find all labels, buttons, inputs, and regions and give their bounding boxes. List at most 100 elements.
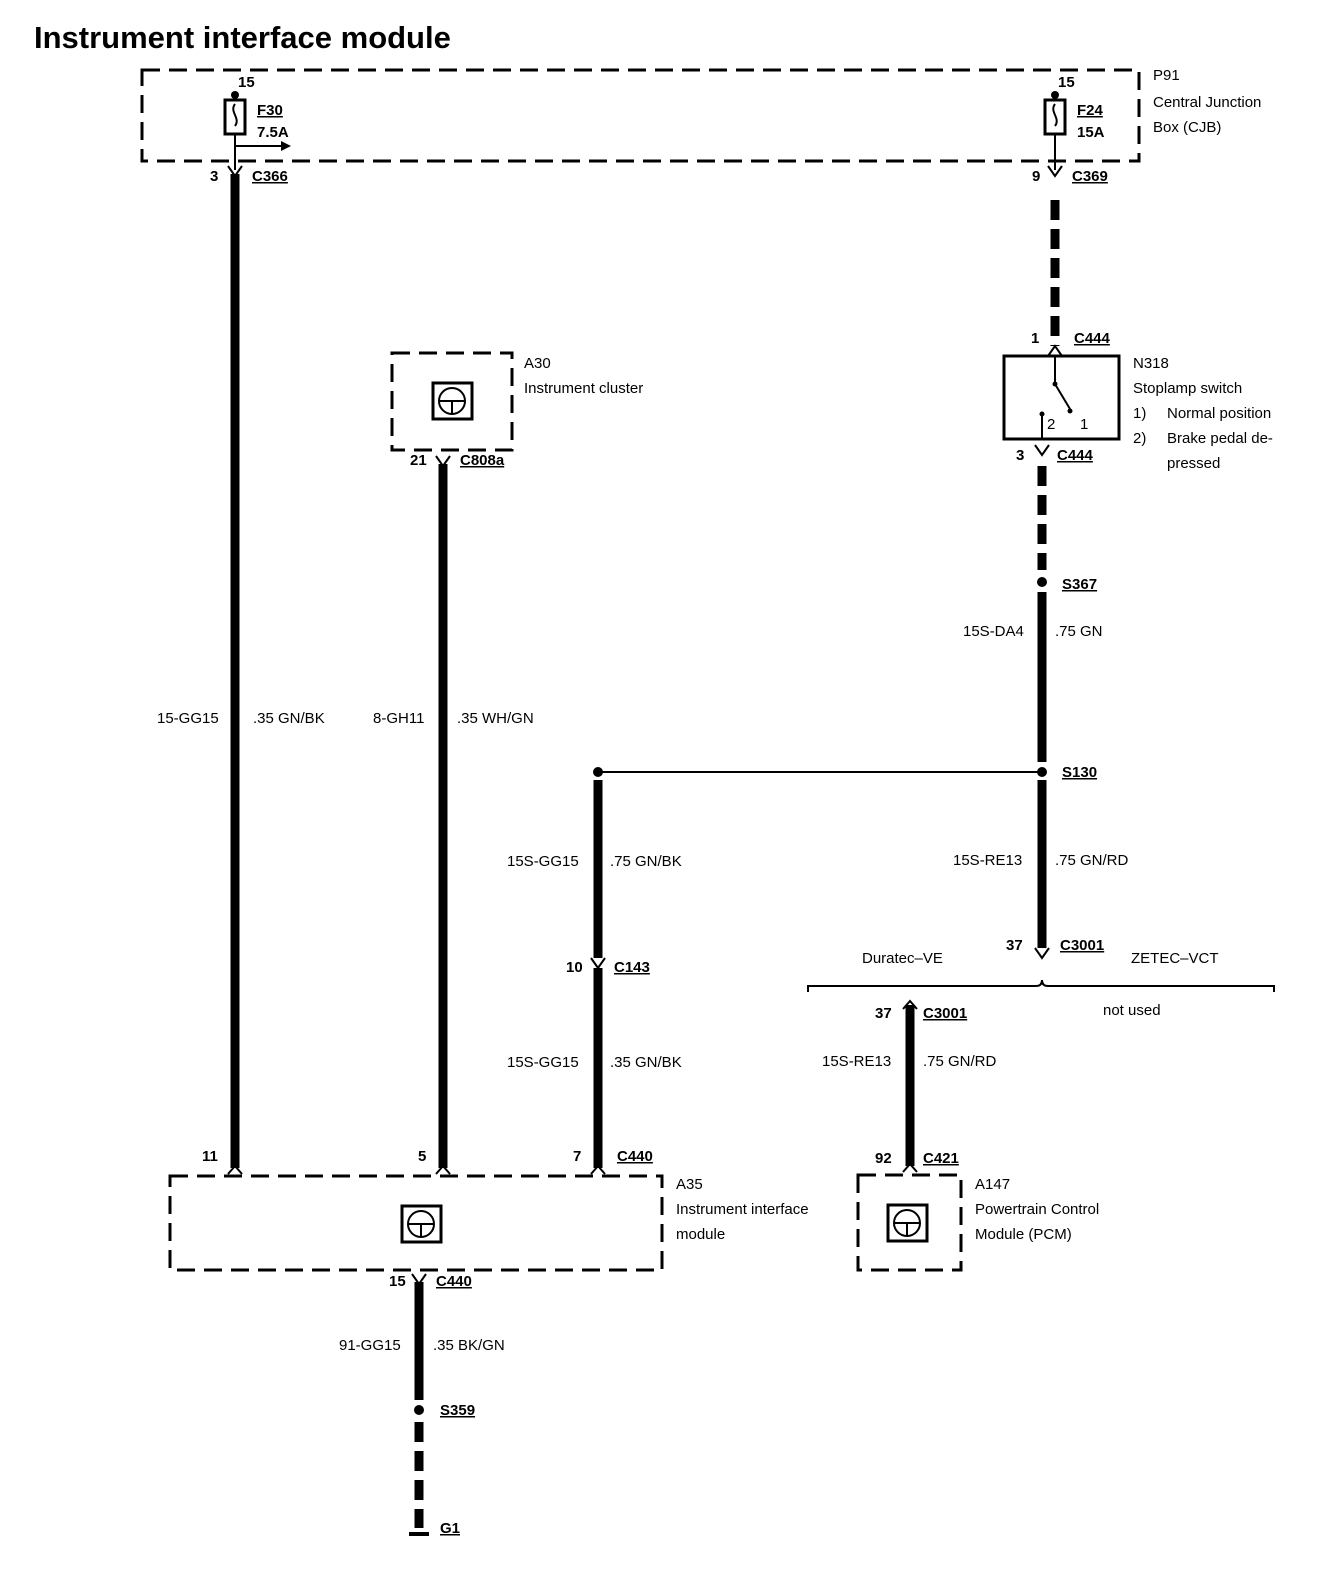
- fuse-f30-rating: 7.5A: [257, 124, 289, 141]
- stoplamp-note2-num: 2): [1133, 430, 1146, 447]
- variant-zetec-label: ZETEC–VCT: [1131, 950, 1219, 967]
- variant-brace: [807, 979, 1275, 992]
- connector-c444-out-pin: 3: [1016, 447, 1024, 464]
- wire-15-gg15-circuit: 15-GG15: [157, 710, 219, 727]
- splice-s130-branch: [593, 767, 603, 777]
- fuse-f30: 15 F30 7.5A: [223, 74, 291, 170]
- connector-c369-pin: 9: [1032, 168, 1040, 185]
- wire-15s-gg15-a-circuit: 15S-GG15: [507, 853, 579, 870]
- iim-module-icon: [400, 1204, 443, 1244]
- connector-c444-in-pin: 1: [1031, 330, 1039, 347]
- connector-c440-pin5-symbol: [435, 1164, 451, 1175]
- cjb-name-line2: Box (CJB): [1153, 119, 1221, 136]
- connector-c808a-name: C808a: [460, 452, 505, 469]
- wire-15-gg15-spec: .35 GN/BK: [253, 710, 325, 727]
- iim-box: [168, 1174, 664, 1272]
- splice-s359: [414, 1405, 424, 1415]
- fuse-f24-rating: 15A: [1077, 124, 1105, 141]
- wire-15s-re13-b-circuit: 15S-RE13: [822, 1053, 891, 1070]
- cjb-ref: P91: [1153, 67, 1180, 84]
- connector-c444-out-symbol: [1034, 444, 1050, 457]
- pcm-box: [856, 1173, 963, 1272]
- connector-c421-symbol: [902, 1162, 918, 1173]
- fuse-f24-name: F24: [1077, 102, 1104, 119]
- pcm-ref: A147: [975, 1176, 1010, 1193]
- splice-s367: [1037, 577, 1047, 587]
- splice-s130-label: S130: [1062, 764, 1097, 781]
- connector-c3001-bottom-pin: 37: [875, 1005, 892, 1022]
- connector-c444-in-name: C444: [1074, 330, 1111, 347]
- connector-c143-pin: 10: [566, 959, 583, 976]
- iim-name-line1: Instrument interface: [676, 1201, 809, 1218]
- stoplamp-note1-text: Normal position: [1167, 405, 1271, 422]
- splice-s367-label: S367: [1062, 576, 1097, 593]
- connector-c3001-bottom-symbol: [902, 999, 918, 1010]
- wire-8-gh11-spec: .35 WH/GN: [457, 710, 534, 727]
- wire-15s-re13-a-circuit: 15S-RE13: [953, 852, 1022, 869]
- stoplamp-switch-name: Stoplamp switch: [1133, 380, 1242, 397]
- instrument-cluster-name: Instrument cluster: [524, 380, 643, 397]
- fuse-f30-terminal: 15: [238, 74, 255, 91]
- wire-15s-re13-a-spec: .75 GN/RD: [1055, 852, 1129, 869]
- fuse-f24: 15 F24 15A: [1043, 74, 1105, 170]
- connector-c366-pin: 3: [210, 168, 218, 185]
- stoplamp-note2-line1: Brake pedal de-: [1167, 430, 1273, 447]
- stoplamp-switch-contact-2: 2: [1047, 416, 1055, 433]
- variant-duratec-label: Duratec–VE: [862, 950, 943, 967]
- pcm-name-line1: Powertrain Control: [975, 1201, 1099, 1218]
- connector-c3001-top-symbol: [1034, 947, 1050, 960]
- connector-c3001-top-name: C3001: [1060, 937, 1104, 954]
- iim-name-line2: module: [676, 1226, 725, 1243]
- pcm-name-line2: Module (PCM): [975, 1226, 1072, 1243]
- connector-c143-name: C143: [614, 959, 650, 976]
- instrument-cluster-module-icon: [431, 381, 474, 421]
- connector-c421-name: C421: [923, 1150, 959, 1167]
- wire-15s-re13-b-spec: .75 GN/RD: [923, 1053, 997, 1070]
- connector-c3001-bottom-name: C3001: [923, 1005, 967, 1022]
- connector-c440-pin7: 7: [573, 1148, 581, 1165]
- connector-c369-symbol: [1047, 165, 1063, 178]
- page-title: Instrument interface module: [34, 20, 451, 55]
- stoplamp-note1-num: 1): [1133, 405, 1146, 422]
- connector-c444-in-symbol: [1047, 344, 1063, 357]
- connector-c421-pin: 92: [875, 1150, 892, 1167]
- wire-15s-da4-circuit: 15S-DA4: [963, 623, 1024, 640]
- cjb-box: [140, 68, 1141, 163]
- instrument-cluster-box: [390, 351, 514, 452]
- stoplamp-note2-line2: pressed: [1167, 455, 1220, 472]
- wire-15s-gg15-b-circuit: 15S-GG15: [507, 1054, 579, 1071]
- ground-g1-label: G1: [440, 1520, 460, 1537]
- connector-c440-pin11: 11: [202, 1148, 218, 1165]
- variant-not-used-label: not used: [1103, 1002, 1161, 1019]
- connector-c369-name: C369: [1072, 168, 1108, 185]
- stoplamp-switch-contact: [1039, 356, 1073, 439]
- connector-c440-pin5: 5: [418, 1148, 426, 1165]
- stoplamp-switch-box: [1002, 354, 1121, 441]
- connector-c440-bottom-name: C440: [436, 1273, 472, 1290]
- splice-s359-label: S359: [440, 1402, 475, 1419]
- connector-c440-pin11-symbol: [227, 1164, 243, 1175]
- wire-15s-da4-spec: .75 GN: [1055, 623, 1103, 640]
- iim-ref: A35: [676, 1176, 703, 1193]
- connector-c143-symbol: [590, 957, 606, 970]
- pcm-module-icon: [886, 1203, 929, 1243]
- stoplamp-switch-contact-1: 1: [1080, 416, 1088, 433]
- wire-8-gh11-circuit: 8-GH11: [373, 710, 424, 727]
- wire-15s-gg15-b-spec: .35 GN/BK: [610, 1054, 682, 1071]
- connector-c366-name: C366: [252, 168, 288, 185]
- wire-15s-gg15-a-spec: .75 GN/BK: [610, 853, 682, 870]
- fuse-f24-terminal: 15: [1058, 74, 1075, 91]
- connector-c444-out-name: C444: [1057, 447, 1094, 464]
- connector-c808a-pin: 21: [410, 452, 427, 469]
- connector-c440-bottom-pin: 15: [389, 1273, 406, 1290]
- wire-91-gg15-spec: .35 BK/GN: [433, 1337, 505, 1354]
- instrument-cluster-ref: A30: [524, 355, 551, 372]
- cjb-name-line1: Central Junction: [1153, 94, 1261, 111]
- wire-91-gg15-circuit: 91-GG15: [339, 1337, 401, 1354]
- fuse-f30-name: F30: [257, 102, 283, 119]
- connector-c440-top-name: C440: [617, 1148, 653, 1165]
- stoplamp-switch-ref: N318: [1133, 355, 1169, 372]
- connector-c3001-top-pin: 37: [1006, 937, 1023, 954]
